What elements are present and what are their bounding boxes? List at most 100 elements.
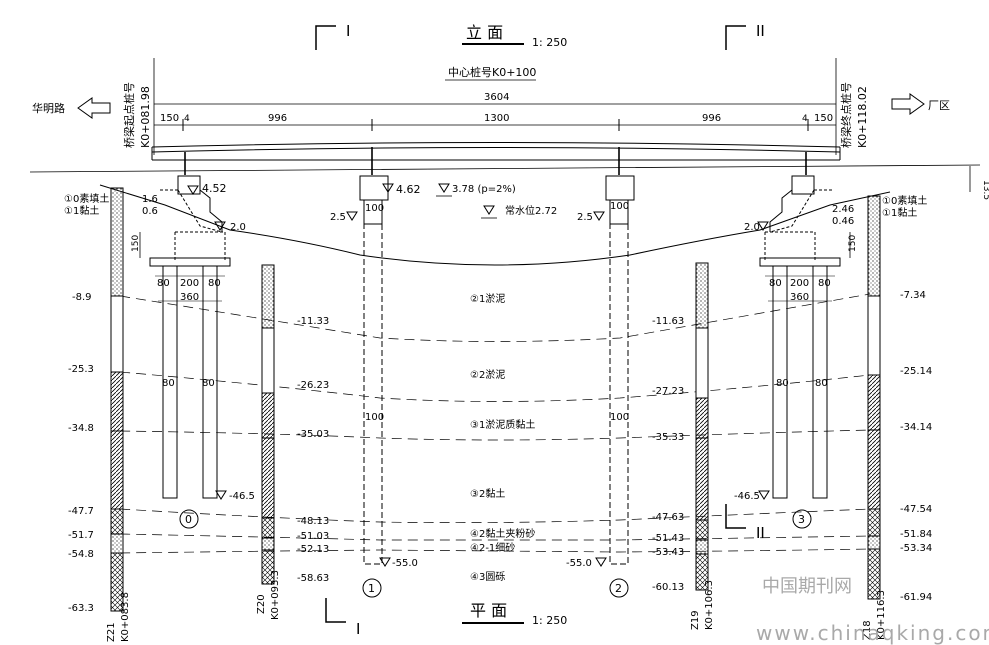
svg-text:1.6: 1.6: [142, 194, 158, 205]
svg-text:-51.43: -51.43: [652, 533, 684, 544]
plan-scale: 1: 250: [532, 614, 567, 627]
svg-text:-51.7: -51.7: [68, 530, 94, 541]
elev-abut-left-base: 2.0: [230, 222, 246, 233]
elev-pier1-top: 4.62: [396, 183, 421, 196]
pier-1: 4.62 100 2.5 100 -55.0: [330, 175, 421, 569]
svg-text:-51.03: -51.03: [297, 531, 329, 542]
top-soil-right: 2.46 0.46 ①0素填土 ①1黏土: [832, 194, 927, 227]
soil-l5: ④2黏土夹粉砂: [470, 527, 535, 540]
top-soil-left: ①0素填土 ①1黏土 1.6 0.6: [64, 192, 158, 217]
svg-text:2.46: 2.46: [832, 204, 854, 215]
svg-text:-35.33: -35.33: [652, 432, 684, 443]
bridge-end-label: 桥梁终点桩号 K0+118.02: [839, 82, 869, 148]
svg-text:K0+083.8: K0+083.8: [120, 592, 131, 642]
center-pile-label: 中心桩号K0+100: [448, 65, 536, 79]
section-mark-left: I: [315, 22, 350, 50]
svg-text:-8.9: -8.9: [72, 292, 92, 303]
right-pile-dia-1: 80: [776, 378, 789, 389]
soil-l4: ③2黏土: [470, 487, 505, 500]
borehole-z19: -11.63 -27.23 -35.33 -47.63 -51.43 -53.4…: [652, 262, 715, 630]
svg-text:K0+116.3: K0+116.3: [876, 590, 887, 640]
svg-text:0.6: 0.6: [142, 206, 158, 217]
svg-text:-11.63: -11.63: [652, 316, 684, 327]
right-pile-total: 360: [790, 292, 809, 303]
svg-text:①0素填土: ①0素填土: [882, 194, 927, 207]
svg-text:桥梁终点桩号: 桥梁终点桩号: [839, 82, 853, 148]
left-road-name: 华明路: [32, 101, 65, 115]
section-mark-right: II: [725, 22, 765, 50]
borehole-z18: -7.34 -25.14 -34.14 -47.54 -51.84 -53.34…: [862, 195, 932, 640]
support-2: 2: [615, 582, 622, 595]
soil-l3: ③1淤泥质黏土: [470, 418, 535, 431]
svg-text:-53.43: -53.43: [652, 547, 684, 558]
svg-text:-48.13: -48.13: [297, 516, 329, 527]
svg-text:Z21: Z21: [106, 622, 117, 642]
svg-text:4: 4: [802, 114, 808, 124]
svg-text:II: II: [756, 524, 765, 542]
elev-abut-right-base: 2.0: [744, 222, 760, 233]
bridge-deck: 13.5: [29, 142, 989, 200]
svg-text:-11.33: -11.33: [297, 316, 329, 327]
left-abutment-piles: 80 200 80 360 80 80 -46.5: [155, 265, 255, 502]
left-pile-w-b: 200: [180, 278, 199, 289]
bridge-start-label: 桥梁起点桩号 K0+081.98: [122, 82, 152, 148]
section-mark-left-label: I: [346, 22, 350, 40]
svg-text:-34.8: -34.8: [68, 423, 94, 434]
svg-text:I: I: [356, 620, 360, 638]
pier2-dia-top: 100: [610, 201, 629, 212]
svg-text:4: 4: [184, 114, 190, 124]
svg-text:-63.3: -63.3: [68, 603, 94, 614]
elev-pier1-cap: 2.5: [330, 212, 346, 223]
elev-left-pile-bottom: -46.5: [229, 491, 255, 502]
elev-pier1-bottom: -55.0: [392, 558, 418, 569]
normal-water-level: 常水位2.72: [505, 204, 557, 217]
svg-text:996: 996: [702, 113, 721, 124]
svg-text:Z20: Z20: [256, 594, 267, 614]
elev-abut-left: 4.52: [202, 182, 227, 195]
soil-l1: ②1淤泥: [470, 292, 505, 305]
dimension-total: 3604: [154, 92, 836, 105]
soil-l2: ②2淤泥: [470, 368, 505, 381]
svg-text:K0+081.98: K0+081.98: [139, 86, 152, 148]
watermark-cn: 中国期刊网: [762, 576, 852, 597]
left-pile-w-a: 80: [157, 278, 170, 289]
watermark-url: www.chinaqking.com: [756, 621, 989, 645]
support-0: 0: [185, 513, 192, 526]
right-abutment: 2.0 150: [744, 175, 858, 267]
water-levels: 3.78 (p=2%) 常水位2.72: [436, 183, 557, 219]
right-road-name: 厂区: [928, 99, 950, 112]
pier-2: 100 2.5 100 -55.0: [566, 175, 635, 569]
svg-text:150: 150: [814, 113, 833, 124]
svg-text:0.46: 0.46: [832, 216, 854, 227]
left-pile-dia-2: 80: [202, 378, 215, 389]
right-pile-w-b: 200: [790, 278, 809, 289]
svg-text:-27.23: -27.23: [652, 386, 684, 397]
plan-section-mark-right: II: [725, 504, 765, 542]
svg-text:3604: 3604: [484, 92, 509, 103]
support-numbers: 0 1 2 3: [179, 509, 812, 598]
soil-l7: ④3圆砾: [470, 570, 505, 583]
left-pile-w-c: 80: [208, 278, 221, 289]
design-water-level: 3.78 (p=2%): [452, 184, 516, 195]
elev-pier2-cap: 2.5: [577, 212, 593, 223]
right-road: 厂区: [891, 93, 950, 115]
svg-text:K0+118.02: K0+118.02: [856, 86, 869, 148]
pier1-dia-mid: 100: [365, 412, 384, 423]
left-road: 华明路: [32, 97, 111, 119]
svg-text:①1黏土: ①1黏土: [64, 204, 99, 217]
svg-text:Z19: Z19: [690, 610, 701, 630]
svg-text:①1黏土: ①1黏土: [882, 206, 917, 219]
right-arrow-icon: [891, 93, 925, 115]
soil-l6: ④2-1细砂: [470, 541, 515, 554]
svg-text:996: 996: [268, 113, 287, 124]
elev-pier2-bottom: -55.0: [566, 558, 592, 569]
svg-text:-47.54: -47.54: [900, 504, 932, 515]
right-pile-dia-2: 80: [815, 378, 828, 389]
elevation-scale: 1: 250: [532, 36, 567, 49]
svg-text:-52.13: -52.13: [297, 544, 329, 555]
svg-text:K0+106.3: K0+106.3: [704, 580, 715, 630]
right-abutment-piles: 80 200 80 360 80 80 -46.5: [734, 265, 835, 502]
svg-text:桥梁起点桩号: 桥梁起点桩号: [122, 82, 136, 148]
left-arrow-icon: [77, 97, 111, 119]
